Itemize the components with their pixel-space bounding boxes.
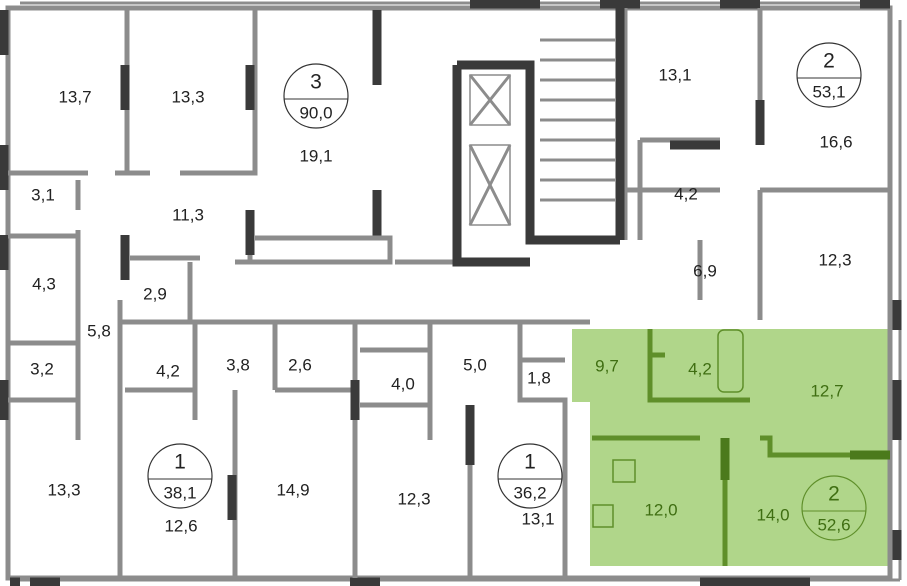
apartment-badge[interactable]: 2 53,1 [796,42,862,108]
room-area: 13,3 [47,480,80,499]
room-area: 6,9 [693,261,717,280]
room-area: 13,1 [658,65,691,84]
room-area: 4,3 [32,274,56,293]
room-area: 13,1 [521,509,554,528]
room-area: 12,6 [164,516,197,535]
apartment-area: 36,2 [513,483,546,502]
room-area: 11,3 [172,205,204,224]
apartment-rooms: 3 [310,71,322,94]
room-area: 13,3 [171,87,204,106]
room-area: 5,0 [463,355,487,374]
room-area: 4,2 [674,184,698,203]
room-area: 13,7 [58,87,91,106]
apartment-badge[interactable]: 3 90,0 [283,63,349,129]
room-area: 14,0 [756,505,789,524]
room-area: 3,2 [30,359,54,378]
room-area: 4,0 [391,374,415,393]
room-area: 14,9 [276,480,309,499]
room-area: 12,3 [818,250,851,269]
apartment-rooms: 2 [823,50,835,73]
room-area: 2,9 [143,284,167,303]
apartment-area: 53,1 [812,82,845,101]
room-area: 5,8 [87,321,111,340]
apartment-badge-highlighted[interactable]: 2 52,6 [801,475,867,541]
elevator-core [468,38,615,226]
apartment-area: 52,6 [817,515,850,534]
apartment-rooms: 2 [828,483,840,506]
room-area: 12,3 [397,489,430,508]
room-area: 16,6 [819,132,852,151]
apartment-badge[interactable]: 1 36,2 [497,443,563,509]
room-area: 4,2 [156,361,180,380]
room-area: 12,7 [810,381,843,400]
room-area: 9,7 [595,356,619,375]
room-area: 3,8 [226,355,250,374]
room-area: 2,6 [288,355,312,374]
highlighted-walls [592,329,890,566]
apartment-rooms: 1 [524,451,536,474]
room-area: 19,1 [299,146,332,165]
room-area: 1,8 [527,368,551,387]
apartment-area: 38,1 [163,483,196,502]
interior-walls [8,8,890,578]
apartment-badge[interactable]: 1 38,1 [147,443,213,509]
apartment-area: 90,0 [299,103,332,122]
room-area: 12,0 [644,500,677,519]
apartment-rooms: 1 [174,451,186,474]
room-area: 3,1 [31,185,55,204]
room-labels: 13,7 13,3 19,1 3,1 11,3 4,3 2,9 5,8 3,2 … [30,65,852,535]
room-area: 4,2 [688,359,712,378]
